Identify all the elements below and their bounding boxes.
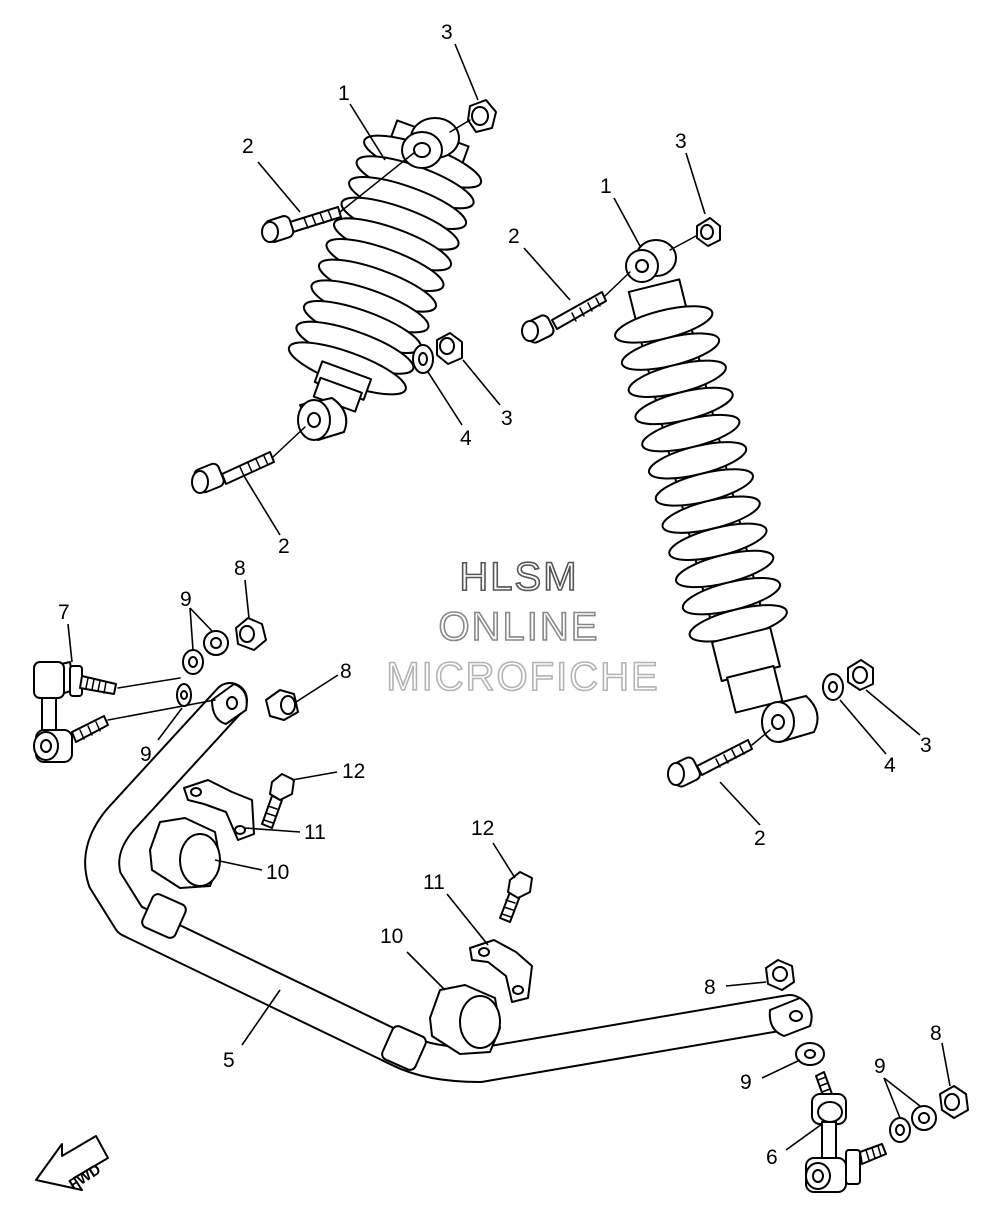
fwd-arrow-icon: FWD — [35, 1135, 109, 1193]
callout-12: 12 — [471, 817, 494, 840]
callout-8: 8 — [930, 1022, 942, 1045]
link-left-washers — [176, 630, 229, 707]
callout-6: 6 — [766, 1146, 778, 1169]
callout-10: 10 — [266, 861, 289, 884]
link-rod-right-shaft — [821, 1121, 837, 1163]
callouts: 1 2 3 3 4 2 3 1 2 3 4 2 7 9 8 8 — [58, 21, 951, 1169]
callout-3: 3 — [501, 407, 513, 430]
bolt-bracket-upper — [261, 773, 295, 829]
callout-7: 7 — [58, 601, 70, 624]
callout-12: 12 — [342, 760, 365, 783]
link-left-nuts — [235, 617, 299, 721]
callout-3: 3 — [920, 734, 932, 757]
callout-9: 9 — [180, 588, 192, 611]
callout-8: 8 — [704, 976, 716, 999]
callout-11: 11 — [304, 821, 326, 844]
bushing-upper — [149, 817, 221, 889]
callout-3: 3 — [675, 130, 687, 153]
bolt-lower-left — [221, 451, 275, 485]
callout-8: 8 — [340, 660, 352, 683]
callout-4: 4 — [460, 427, 472, 450]
callout-11: 11 — [423, 871, 445, 894]
right-shock-absorber — [614, 239, 819, 743]
left-shock-spring — [287, 134, 483, 396]
watermark-line-1: HLSM — [459, 555, 578, 599]
watermark: HLSM ONLINE MICROFICHE — [386, 554, 659, 700]
callout-8: 8 — [234, 557, 246, 580]
stabilizer-bar — [84, 682, 813, 1083]
bolt-upper-left — [289, 206, 342, 233]
callout-2: 2 — [242, 135, 254, 158]
link-rod-right — [765, 959, 969, 1193]
right-shock-spring — [614, 305, 788, 643]
callout-10: 10 — [380, 925, 403, 948]
callout-2: 2 — [508, 225, 520, 248]
right-shock-hardware — [521, 217, 874, 788]
bar-collar-left — [141, 893, 187, 939]
watermark-line-2: ONLINE — [439, 605, 600, 649]
watermark-line-3: MICROFICHE — [386, 655, 659, 699]
callout-4: 4 — [884, 754, 896, 777]
left-shock-hardware — [191, 99, 497, 494]
link-rod-left-shaft — [41, 697, 57, 735]
left-shock-absorber — [287, 117, 483, 441]
bolt-bracket-lower — [499, 871, 533, 923]
callout-5: 5 — [223, 1049, 235, 1072]
callout-9: 9 — [874, 1055, 886, 1078]
callout-2: 2 — [278, 535, 290, 558]
link-rod-left — [33, 661, 216, 763]
callout-9: 9 — [740, 1071, 752, 1094]
callout-2: 2 — [754, 827, 766, 850]
bracket-lower — [469, 939, 533, 1003]
callout-9: 9 — [140, 743, 152, 766]
bracket-upper — [183, 779, 255, 841]
bolt-upper-right — [551, 291, 607, 330]
bar-collar-right — [381, 1025, 427, 1071]
callout-1: 1 — [338, 82, 350, 105]
callout-3: 3 — [441, 21, 453, 44]
callout-1: 1 — [600, 175, 612, 198]
bushing-lower — [429, 984, 501, 1055]
